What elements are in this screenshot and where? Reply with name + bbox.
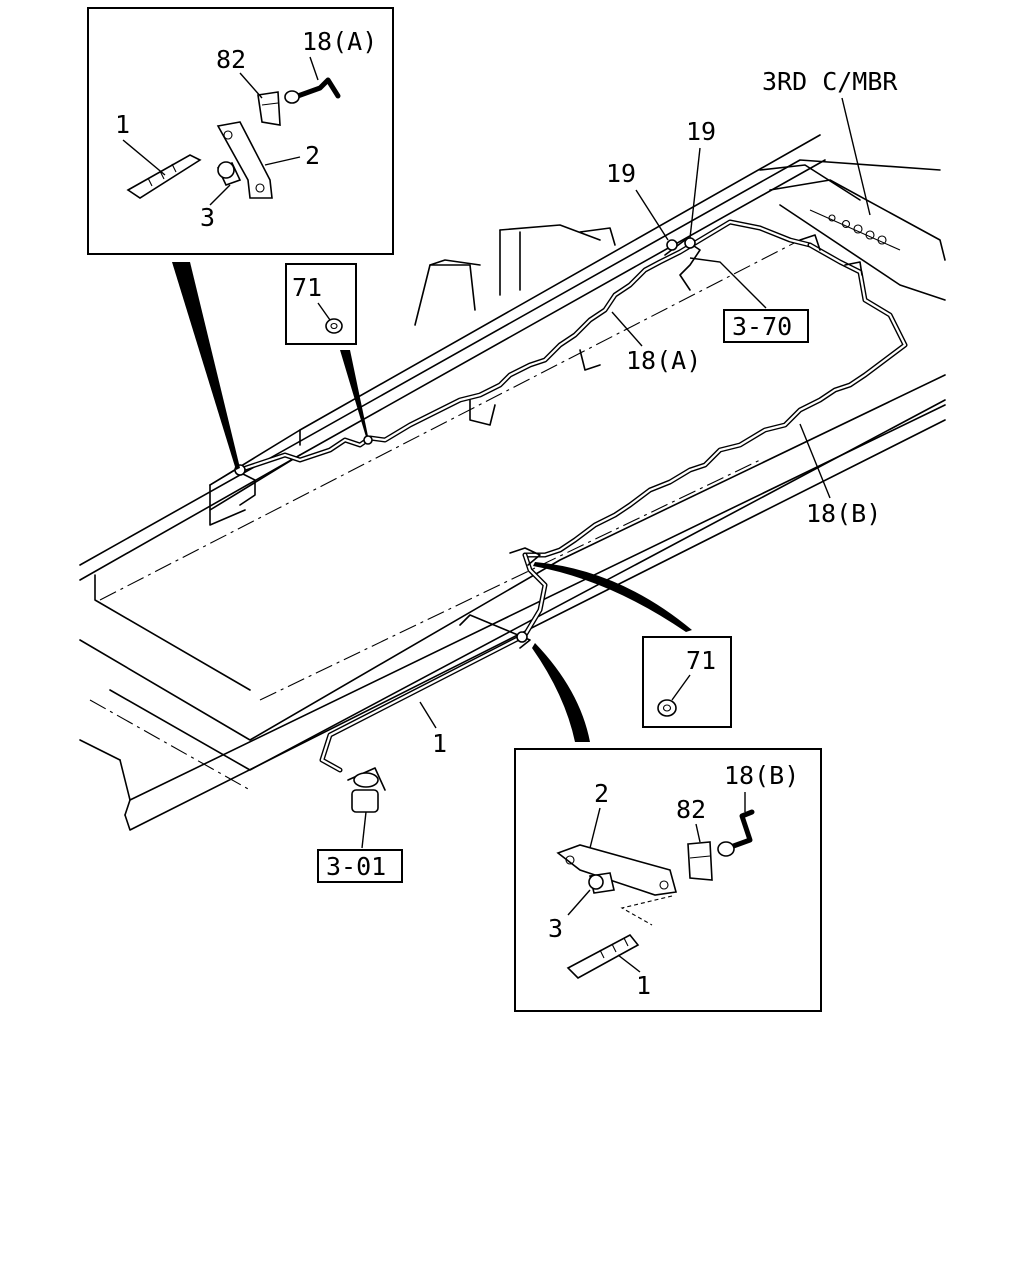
callout-pointer-71-upper [340,350,368,437]
top-label-82: 82 [216,45,246,74]
inset-pointer-top [172,262,240,470]
label-18a-main: 18(A) [626,346,701,375]
pipe-1 [319,552,548,773]
ref-box-3-01 [317,849,403,883]
inset-pointer-bottom [532,643,590,742]
ref-label-3-01: 3-01 [326,852,386,881]
main-labels: 3RD C/MBR 19 19 3-70 18(A) 18(B) 1 3-01 [317,67,898,883]
ref-label-3-70: 3-70 [732,312,792,341]
label-18b-main: 18(B) [806,499,881,528]
label-3rd-crossmember: 3RD C/MBR [762,67,898,96]
callout-box-71-upper: 71 [285,263,357,345]
box71-upper-label: 71 [292,273,322,302]
top-label-18a: 18(A) [302,27,377,56]
bot-label-1: 1 [636,971,651,1000]
bot-label-3: 3 [548,914,563,943]
bot-label-18b: 18(B) [724,761,799,790]
bot-label-2: 2 [594,779,609,808]
detail-inset-top: 18(A) 82 1 2 3 [87,7,394,255]
bot-label-82: 82 [676,795,706,824]
callout-pointer-71-lower [533,562,692,632]
detail-inset-bottom: 18(B) 2 82 3 1 [514,748,822,1012]
pipe-18a [237,219,813,473]
label-19-left: 19 [606,159,636,188]
frame-rail [79,134,946,831]
top-label-2: 2 [305,141,320,170]
hose-fitting-3-01 [347,767,386,813]
top-label-3: 3 [200,203,215,232]
top-label-1: 1 [115,110,130,139]
label-19-right: 19 [686,117,716,146]
pipe-18b [522,242,908,558]
ref-box-3-70 [723,309,809,343]
label-1-main: 1 [432,729,447,758]
box71-lower-label: 71 [686,646,716,675]
callout-box-71-lower: 71 [642,636,732,728]
